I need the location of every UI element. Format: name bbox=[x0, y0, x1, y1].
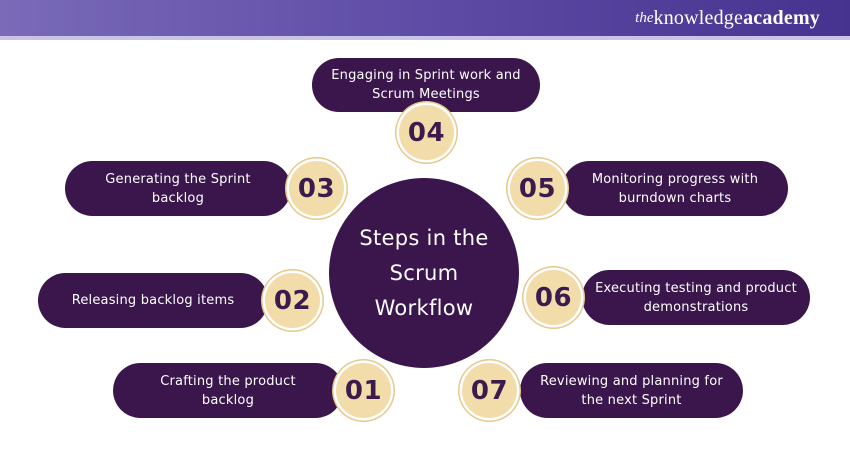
step-number-07: 07 bbox=[470, 375, 509, 406]
step-pill-03: Generating the Sprint backlog bbox=[65, 161, 291, 216]
central-title-line-3: Workflow bbox=[374, 295, 474, 320]
step-label-05: Monitoring progress with burndown charts bbox=[591, 171, 759, 206]
step-number-05: 05 bbox=[518, 173, 557, 204]
central-title-line-1: Steps in the bbox=[359, 225, 489, 250]
header-underline bbox=[0, 36, 850, 40]
brand-logo-knowledge: knowledge bbox=[653, 6, 744, 29]
step-label-07: Reviewing and planning for the next Spri… bbox=[540, 373, 723, 408]
step-number-badge-04: 04 bbox=[399, 105, 454, 160]
brand-logo-the: the bbox=[635, 9, 654, 26]
step-number-02: 02 bbox=[273, 285, 312, 316]
step-number-03: 03 bbox=[297, 173, 336, 204]
step-label-02: Releasing backlog items bbox=[71, 293, 235, 308]
step-number-badge-06: 06 bbox=[526, 270, 581, 325]
step-label-04: Engaging in Sprint work and Scrum Meetin… bbox=[331, 68, 521, 102]
step-label-03: Generating the Sprint backlog bbox=[105, 171, 251, 206]
step-pill-05: Monitoring progress with burndown charts bbox=[562, 161, 788, 216]
step-pill-02: Releasing backlog items bbox=[38, 273, 268, 328]
step-number-04: 04 bbox=[407, 117, 446, 148]
step-label-01: Crafting the product backlog bbox=[160, 373, 296, 408]
step-number-badge-03: 03 bbox=[289, 161, 344, 216]
step-pill-01: Crafting the product backlog bbox=[113, 363, 343, 418]
step-number-badge-02: 02 bbox=[265, 273, 320, 328]
step-number-badge-07: 07 bbox=[462, 363, 517, 418]
step-number-badge-01: 01 bbox=[336, 363, 391, 418]
central-title-circle: Steps in the Scrum Workflow bbox=[329, 178, 519, 368]
central-title-line-2: Scrum bbox=[389, 260, 459, 285]
step-number-06: 06 bbox=[534, 282, 573, 313]
step-number-01: 01 bbox=[344, 375, 383, 406]
step-pill-07: Reviewing and planning for the next Spri… bbox=[520, 363, 743, 418]
step-pill-06: Executing testing and product demonstrat… bbox=[582, 270, 810, 325]
step-pill-04: Engaging in Sprint work and Scrum Meetin… bbox=[312, 58, 540, 112]
step-number-badge-05: 05 bbox=[510, 161, 565, 216]
step-label-06: Executing testing and product demonstrat… bbox=[595, 280, 797, 315]
brand-logo-academy: academy bbox=[743, 6, 820, 29]
